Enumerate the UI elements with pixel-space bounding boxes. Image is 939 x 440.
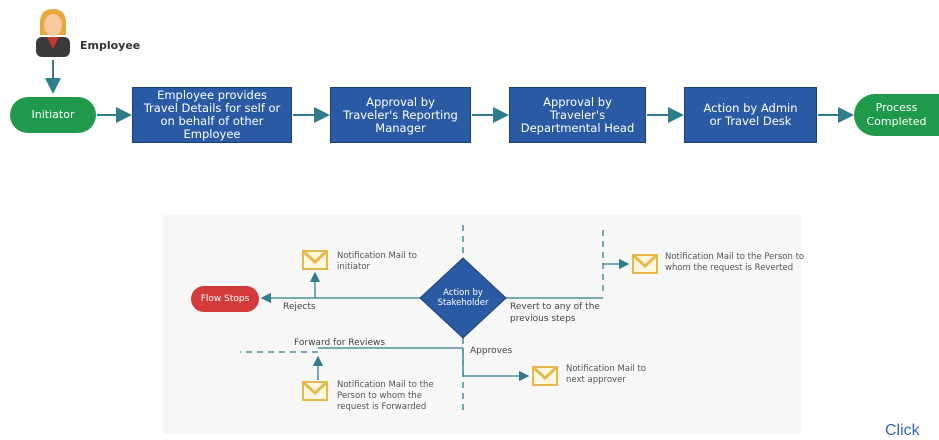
mail-reverted-text: Notification Mail to the Person to whom … xyxy=(665,252,805,273)
initiator-node: Initiator xyxy=(10,97,96,133)
mail-icon xyxy=(632,254,658,274)
employee-avatar-icon xyxy=(36,9,70,57)
decision-diamond xyxy=(419,257,507,339)
revert-label: Revert to any of the previous steps xyxy=(510,302,600,324)
step-reporting-manager: Approval by Traveler's Reporting Manager xyxy=(330,87,471,143)
rejects-label: Rejects xyxy=(283,302,316,312)
employee-label: Employee xyxy=(80,39,141,52)
decision-panel xyxy=(163,215,801,434)
step-travel-details: Employee provides Travel Details for sel… xyxy=(132,87,292,143)
mail-icon xyxy=(532,366,558,386)
mail-icon xyxy=(302,381,328,401)
process-completed-node: Process Completed xyxy=(854,94,939,136)
step-admin-travel-desk: Action by Admin or Travel Desk xyxy=(684,87,817,143)
step-departmental-head: Approval by Traveler's Departmental Head xyxy=(509,87,646,143)
click-link[interactable]: Click xyxy=(885,422,920,439)
top-flow-connectors xyxy=(45,60,854,123)
decision-label: Action by Stakeholder xyxy=(437,288,489,308)
forward-label: Forward for Reviews xyxy=(294,338,386,348)
mail-initiator-text: Notification Mail to initiator xyxy=(337,251,417,272)
approves-label: Approves xyxy=(470,346,513,356)
mail-next-text: Notification Mail to next approver xyxy=(566,364,646,385)
flow-stops-node: Flow Stops xyxy=(191,286,259,312)
mail-icon xyxy=(302,250,328,270)
mail-forwarded-text: Notification Mail to the Person to whom … xyxy=(337,380,434,412)
